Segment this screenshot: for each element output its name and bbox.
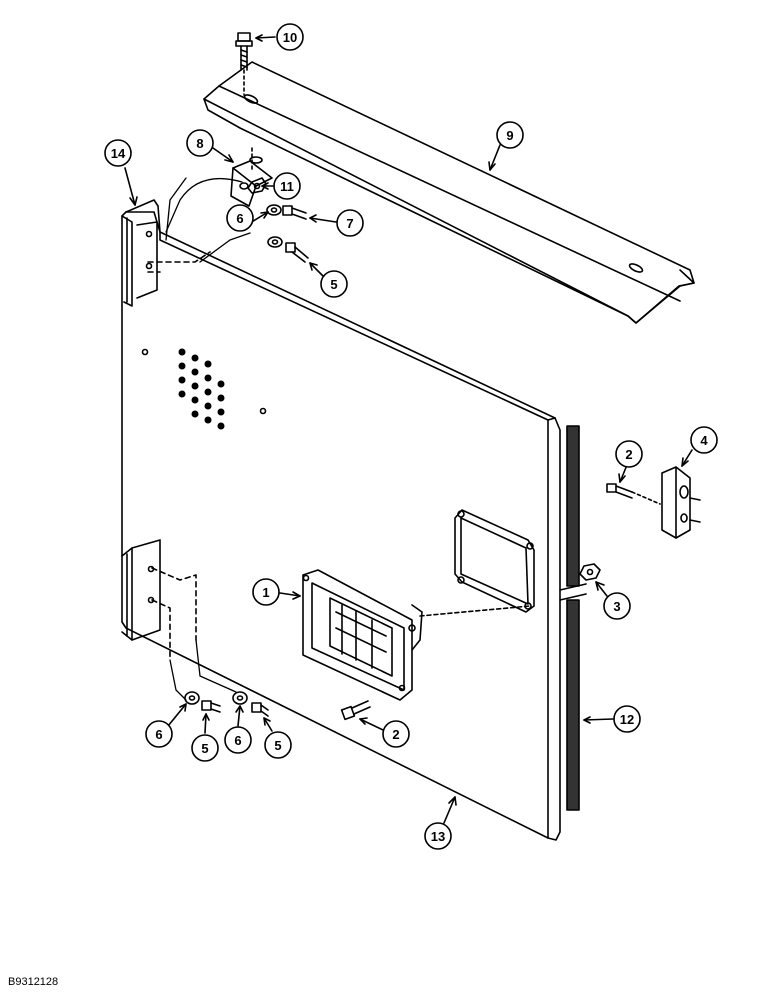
callout-6-upper: 6 [226, 204, 269, 232]
angle-bracket-8 [230, 147, 273, 207]
callout-6-lower-a: 6 [145, 703, 187, 748]
callout-5-lower-a: 5 [191, 713, 219, 762]
weatherstrip-12 [559, 425, 587, 811]
callout-13: 13 [424, 796, 457, 850]
callout-3: 3 [595, 581, 631, 620]
svg-text:8: 8 [196, 136, 203, 151]
vent-hole-grid [178, 348, 225, 430]
callout-4: 4 [681, 426, 718, 467]
callout-7: 7 [309, 209, 364, 237]
bolt-5-lower-a [201, 700, 221, 713]
nut-11 [247, 177, 267, 194]
figure-id: B9312128 [8, 976, 59, 988]
svg-text:2: 2 [625, 447, 632, 462]
washer-6-lower-b [232, 691, 248, 705]
callout-14: 14 [104, 139, 138, 206]
callout-5-lower-b: 5 [263, 717, 292, 759]
svg-text:6: 6 [155, 727, 162, 742]
bolt-2-handle [340, 700, 371, 721]
bolt-2-strike [606, 483, 661, 505]
svg-text:2: 2 [392, 727, 399, 742]
strike-plate-4 [661, 466, 701, 539]
nut-3 [579, 563, 601, 581]
callout-8: 8 [186, 129, 234, 163]
svg-text:7: 7 [346, 216, 353, 231]
svg-text:13: 13 [431, 829, 445, 844]
svg-text:10: 10 [283, 30, 297, 45]
bolt-10 [235, 32, 253, 96]
callout-12: 12 [583, 705, 641, 733]
callout-2-handle: 2 [359, 717, 410, 748]
bolt-5-upper [285, 242, 309, 263]
callout-6-lower-b: 6 [224, 705, 252, 754]
washer-6-upper-a [266, 204, 282, 216]
door-panel-13 [121, 199, 561, 841]
svg-text:1: 1 [262, 585, 269, 600]
svg-text:5: 5 [274, 738, 281, 753]
svg-text:6: 6 [234, 733, 241, 748]
svg-text:5: 5 [330, 277, 337, 292]
callout-5-upper: 5 [309, 262, 348, 298]
svg-text:14: 14 [111, 146, 126, 161]
callout-2-strike: 2 [615, 440, 643, 483]
bolt-7 [282, 205, 307, 220]
callout-1: 1 [252, 578, 301, 606]
callout-9: 9 [488, 121, 524, 171]
bolt-5-lower-b [251, 702, 269, 717]
svg-text:12: 12 [620, 712, 634, 727]
svg-text:6: 6 [236, 211, 243, 226]
svg-text:3: 3 [613, 599, 620, 614]
latch-handle-1 [302, 569, 423, 701]
washer-6-upper-b [267, 236, 283, 248]
svg-text:5: 5 [201, 741, 208, 756]
washer-6-lower-a [184, 691, 200, 705]
top-channel-bracket [203, 61, 695, 324]
callout-10: 10 [255, 23, 304, 51]
svg-text:9: 9 [506, 128, 513, 143]
svg-text:11: 11 [280, 179, 294, 194]
svg-text:4: 4 [700, 433, 708, 448]
callout-11: 11 [261, 172, 301, 200]
